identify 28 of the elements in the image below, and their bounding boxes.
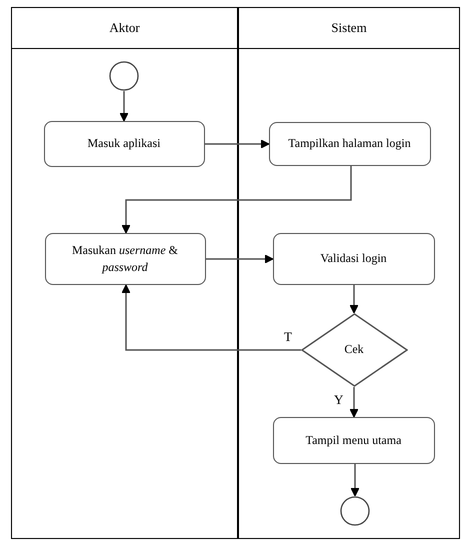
arrow xyxy=(122,284,301,351)
edge-label: T xyxy=(283,330,293,343)
activity-label: Tampil menu utama xyxy=(304,432,402,448)
arrow xyxy=(350,464,360,496)
activity-box xyxy=(268,122,430,166)
swimlane xyxy=(11,7,238,539)
activity-box xyxy=(272,232,434,284)
edge-label: Y xyxy=(333,393,344,406)
terminal-circle xyxy=(340,496,370,526)
arrow xyxy=(120,91,128,122)
activity-label: Masukan username & password xyxy=(70,242,179,275)
lane-title: Aktor xyxy=(12,8,237,49)
activity-box xyxy=(272,416,434,464)
decision-label: Cek xyxy=(343,341,365,358)
lane-title: Sistem xyxy=(239,8,459,49)
arrow xyxy=(350,285,358,314)
arrow xyxy=(206,254,274,264)
decision-diamond xyxy=(300,312,408,386)
arrow xyxy=(350,387,358,418)
activity-box xyxy=(44,120,204,166)
arrow xyxy=(205,140,270,148)
activity-label: Masuk aplikasi xyxy=(86,135,162,152)
activity-box xyxy=(44,232,206,284)
arrow xyxy=(122,166,352,234)
swimlane xyxy=(238,7,460,539)
terminal-circle xyxy=(108,60,138,90)
activity-label: Validasi login xyxy=(319,250,388,267)
activity-label: Tampilkan halaman login xyxy=(287,135,412,152)
